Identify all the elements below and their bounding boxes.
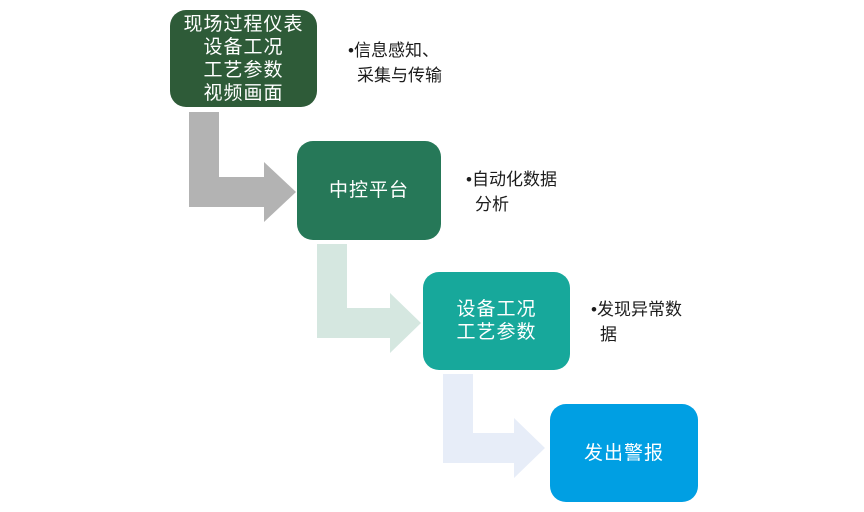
bent-arrow-down-right-icon [443, 374, 545, 478]
step-label-line: 设备工况 [203, 36, 284, 58]
annotation-line: 分析 [475, 195, 509, 214]
step-label-line: 视频画面 [203, 82, 284, 104]
flow-step-equipment-process-params: 设备工况 工艺参数 [423, 272, 570, 370]
bent-arrow-down-right-icon [189, 112, 296, 222]
annotation-line: •发现异常数 [591, 300, 682, 319]
annotation-info-sensing: •信息感知、 采集与传输 [348, 38, 442, 88]
step-label-line: 中控平台 [328, 180, 409, 201]
annotation-anomaly-detection: •发现异常数 据 [591, 297, 682, 347]
step-label-line: 工艺参数 [203, 59, 284, 81]
step-label-line: 现场过程仪表 [183, 13, 304, 35]
annotation-line: •自动化数据 [466, 170, 557, 189]
step-label-line: 工艺参数 [456, 322, 537, 343]
bent-arrow-down-right-icon [317, 244, 421, 353]
annotation-automated-analysis: •自动化数据 分析 [466, 167, 557, 217]
annotation-line: 据 [600, 325, 617, 344]
step-label-line: 发出警报 [583, 442, 664, 464]
flow-step-issue-alarm: 发出警报 [550, 404, 698, 502]
flow-step-central-control-platform: 中控平台 [297, 141, 441, 240]
step-label-line: 设备工况 [456, 299, 537, 320]
flow-step-field-inputs: 现场过程仪表 设备工况 工艺参数 视频画面 [170, 10, 317, 107]
annotation-line: •信息感知、 [348, 41, 439, 60]
annotation-line: 采集与传输 [357, 66, 442, 85]
